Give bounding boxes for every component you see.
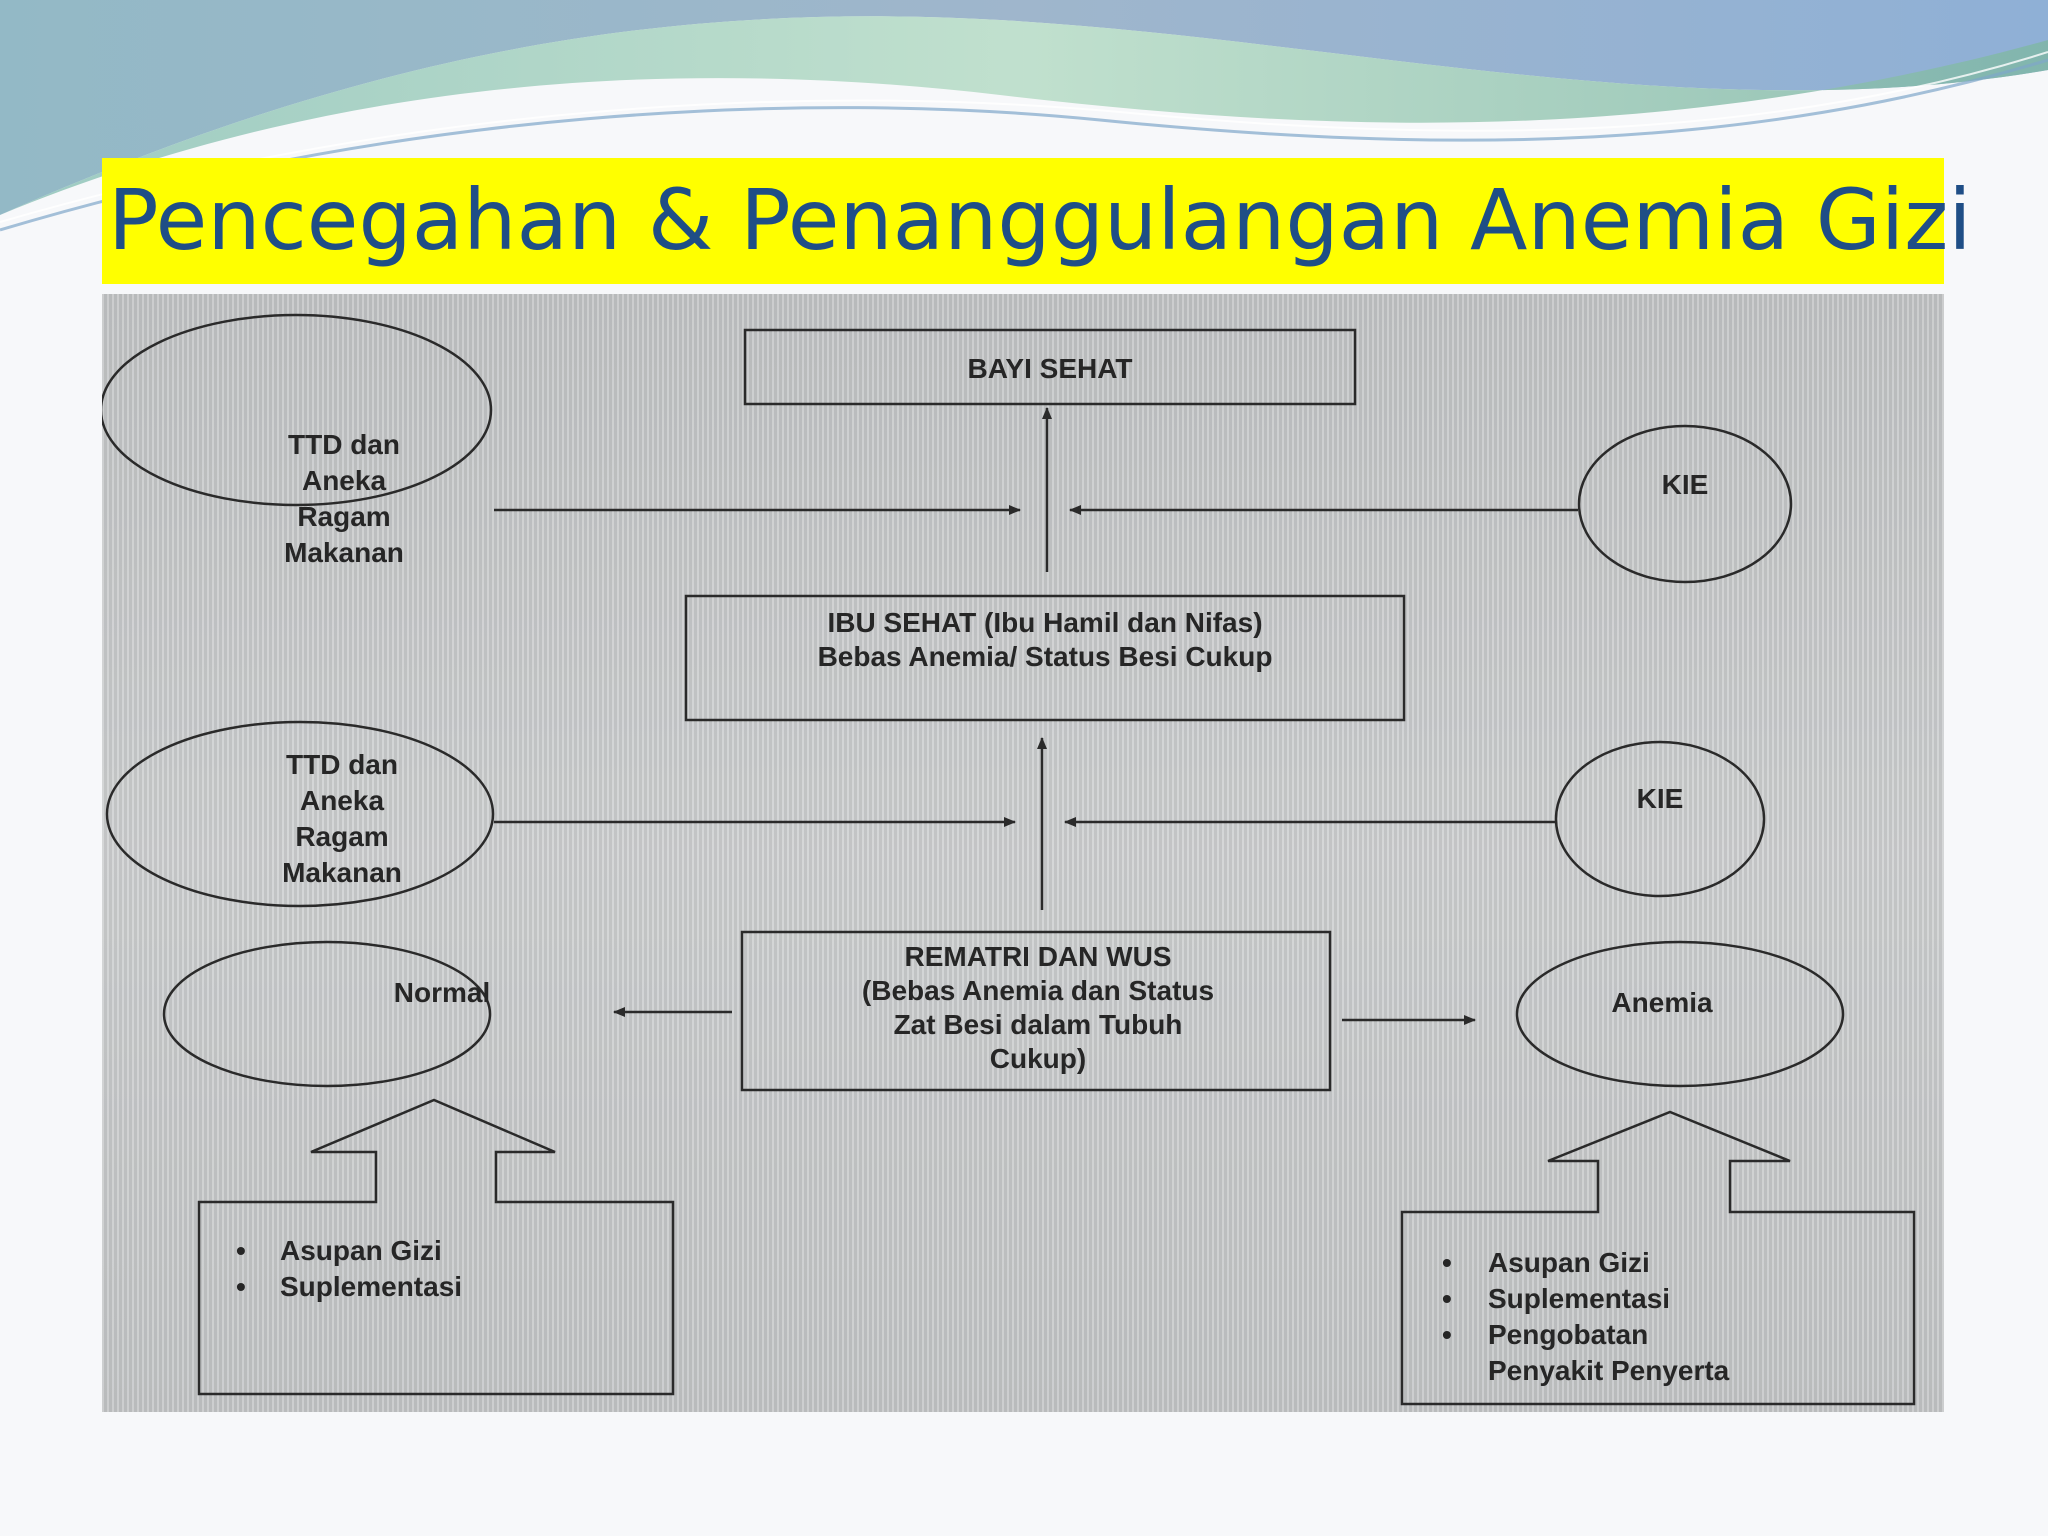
ibu-sehat-line1: IBU SEHAT (Ibu Hamil dan Nifas) [827,607,1262,638]
kie-mid-ellipse [1554,740,1766,898]
slide-title-banner: Pencegahan & Penanggulangan Anemia Gizi [102,158,1972,284]
right-item-1: Asupan Gizi [1488,1247,1650,1278]
ibu-sehat-box [684,594,1406,722]
ttd-top-ellipse [102,313,493,507]
right-bullet-2: • [1442,1283,1452,1314]
ttd-mid-line3: Ragam [295,821,388,852]
right-bullet-1: • [1442,1247,1452,1278]
rematri-line1: REMATRI DAN WUS [904,941,1171,972]
flow-diagram: BAYI SEHAT IBU SEHAT (Ibu Hamil dan Nifa… [102,313,1916,1406]
left-block-arrow [197,1098,675,1396]
kie-top-label: KIE [1662,469,1709,500]
ttd-mid-ellipse [105,720,495,908]
left-item-1: Asupan Gizi [280,1235,442,1266]
normal-label: Normal [394,977,490,1008]
header-wave-decoration [0,0,2048,232]
ttd-top-line4: Makanan [284,537,404,568]
ttd-top-line3: Ragam [297,501,390,532]
bayi-sehat-label: BAYI SEHAT [968,353,1133,384]
ttd-top-line2: Aneka [302,465,386,496]
kie-top-ellipse [1577,424,1793,584]
anemia-ellipse [1515,940,1845,1088]
right-item-3: Pengobatan [1488,1319,1648,1350]
left-bullet-1: • [236,1235,246,1266]
diagram-photo: BAYI SEHAT IBU SEHAT (Ibu Hamil dan Nifa… [102,294,1944,1412]
right-item-2: Suplementasi [1488,1283,1670,1314]
right-item-3-continuation: Penyakit Penyerta [1488,1355,1730,1386]
ttd-mid-line2: Aneka [300,785,384,816]
rematri-line2: (Bebas Anemia dan Status [862,975,1214,1006]
rematri-line3: Zat Besi dalam Tubuh [894,1009,1183,1040]
ttd-mid-line1: TTD dan [286,749,398,780]
bayi-sehat-box [743,328,1357,406]
kie-mid-label: KIE [1637,783,1684,814]
ibu-sehat-line2: Bebas Anemia/ Status Besi Cukup [818,641,1273,672]
right-block-arrow [1400,1110,1916,1406]
normal-ellipse [162,940,492,1088]
slide-title: Pencegahan & Penanggulangan Anemia Gizi [108,171,1972,269]
rematri-box [740,930,1332,1092]
left-bullet-2: • [236,1271,246,1302]
right-bullet-3: • [1442,1319,1452,1350]
ttd-mid-line4: Makanan [282,857,402,888]
rematri-line4: Cukup) [990,1043,1086,1074]
ttd-top-line1: TTD dan [288,429,400,460]
anemia-label: Anemia [1611,987,1713,1018]
left-item-2: Suplementasi [280,1271,462,1302]
